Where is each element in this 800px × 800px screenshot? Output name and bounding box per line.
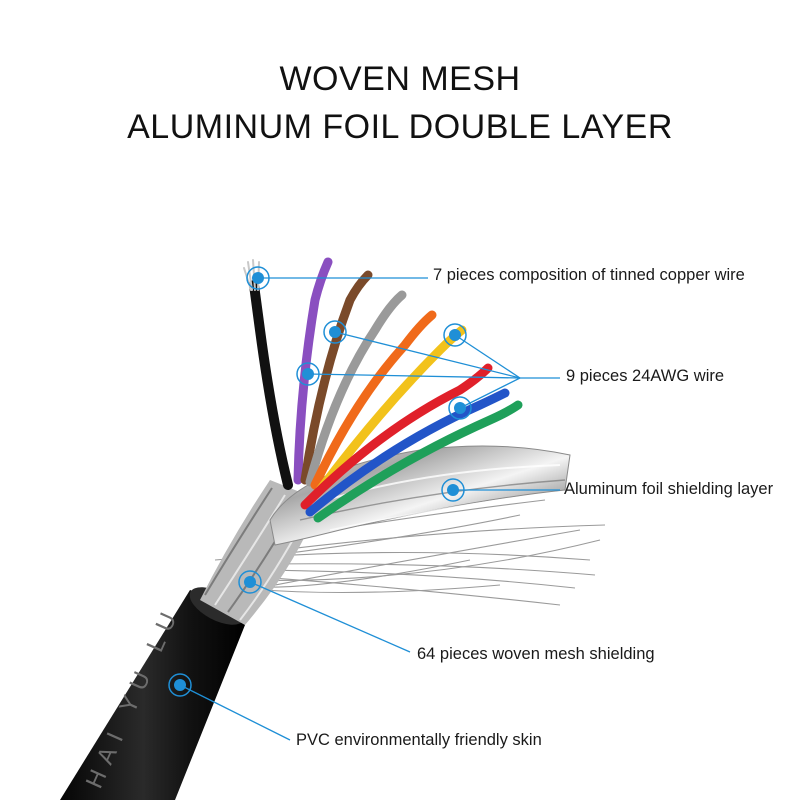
insulated-wires xyxy=(243,257,523,523)
wire-black xyxy=(249,280,293,490)
marker-awg-2 xyxy=(296,362,320,386)
marker-mesh xyxy=(238,570,262,594)
callout-markers xyxy=(168,266,472,697)
marker-awg-4 xyxy=(448,396,472,420)
marker-foil xyxy=(441,478,465,502)
marker-pvc xyxy=(168,673,192,697)
wire-gray xyxy=(305,290,407,487)
wire-green xyxy=(313,400,523,523)
callout-awg: 9 pieces 24AWG wire xyxy=(566,367,725,385)
title-line-1: WOVEN MESH xyxy=(279,60,521,98)
wire-blue xyxy=(305,388,510,517)
marker-awg-3 xyxy=(443,323,467,347)
callout-foil: Aluminum foil shielding layer xyxy=(564,480,774,498)
marker-copper xyxy=(246,266,270,290)
callout-mesh: 64 pieces woven mesh shielding xyxy=(417,645,655,663)
pvc-jacket: HAI YU LU xyxy=(60,587,245,800)
title-line-2: ALUMINUM FOIL DOUBLE LAYER xyxy=(127,108,673,146)
marker-awg-1 xyxy=(323,320,347,344)
wire-orange xyxy=(310,310,437,490)
callout-pvc: PVC environmentally friendly skin xyxy=(296,731,542,749)
callout-copper: 7 pieces composition of tinned copper wi… xyxy=(433,266,745,284)
